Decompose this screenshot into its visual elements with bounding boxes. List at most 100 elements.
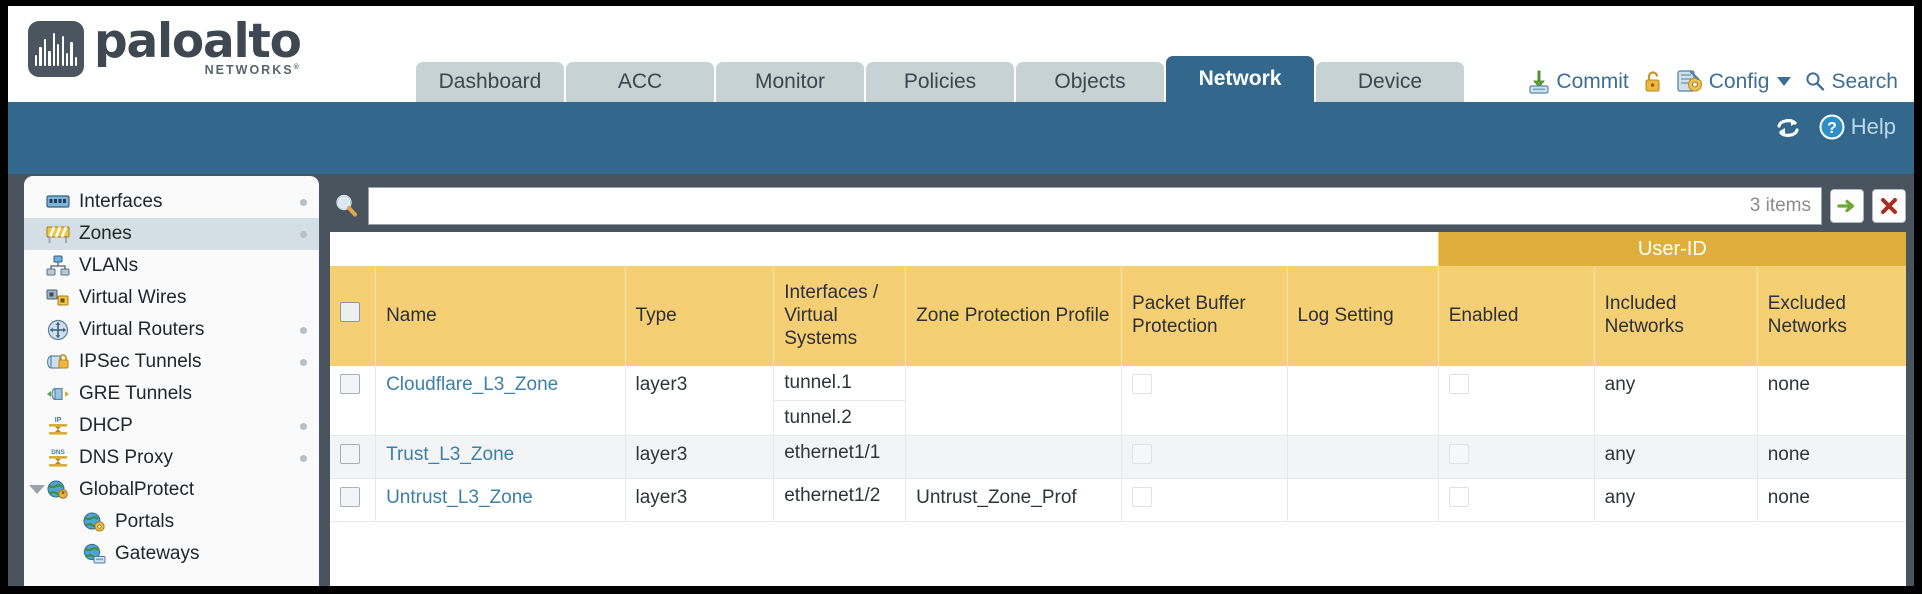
lock-icon <box>1643 70 1663 94</box>
packet-buffer-protection-checkbox[interactable] <box>1132 487 1153 507</box>
sidebar-item-label: DNS Proxy <box>79 447 173 468</box>
group-header-userid: User-ID <box>1437 232 1906 266</box>
vlans-icon <box>46 255 70 277</box>
tab-policies[interactable]: Policies <box>866 62 1014 102</box>
col-enabled[interactable]: Enabled <box>1437 266 1595 366</box>
userid-enabled-checkbox[interactable] <box>1448 374 1469 394</box>
brand-sub-text: NETWORKS <box>204 63 294 77</box>
tab-objects[interactable]: Objects <box>1016 62 1164 102</box>
sidebar-item-indicator-dot <box>300 199 307 206</box>
col-zone-protection-profile[interactable]: Zone Protection Profile <box>905 266 1122 366</box>
expand-triangle-icon[interactable] <box>29 485 45 494</box>
sidebar-item-label: GRE Tunnels <box>79 383 192 404</box>
sidebar-item-label: Virtual Routers <box>79 319 205 340</box>
search-button[interactable]: Search <box>1805 70 1898 93</box>
col-included-networks[interactable]: Included Networks <box>1593 266 1758 366</box>
filter-search-icon[interactable] <box>334 193 360 219</box>
dns-proxy-icon: DNS <box>46 447 70 469</box>
sidebar-item-virtual-routers[interactable]: Virtual Routers <box>24 314 319 346</box>
refresh-icon[interactable] <box>1773 114 1803 140</box>
help-button[interactable]: ? Help <box>1819 114 1896 140</box>
brand-registered-mark: ® <box>293 63 301 71</box>
sidebar-item-interfaces[interactable]: Interfaces <box>24 186 319 218</box>
zone-name-link[interactable]: Cloudflare_L3_Zone <box>386 374 559 395</box>
sidebar-item-indicator-dot <box>300 455 307 462</box>
apply-filter-button[interactable] <box>1830 189 1864 223</box>
globalprotect-icon <box>46 479 70 501</box>
userid-enabled-checkbox[interactable] <box>1448 487 1469 507</box>
packet-buffer-protection-cell <box>1121 366 1288 436</box>
sidebar-item-label: VLANs <box>79 255 139 276</box>
zone-type-cell: layer3 <box>624 478 774 522</box>
lock-button[interactable] <box>1643 70 1663 94</box>
select-all-checkbox[interactable] <box>340 302 360 322</box>
sidebar-item-label: DHCP <box>79 415 133 436</box>
tab-network[interactable]: Network <box>1166 56 1314 102</box>
tab-device[interactable]: Device <box>1316 62 1464 102</box>
virtual-routers-icon <box>46 319 70 341</box>
sidebar-item-globalprotect[interactable]: GlobalProtect <box>24 474 319 506</box>
search-input[interactable] <box>374 189 1754 223</box>
userid-enabled-checkbox[interactable] <box>1448 444 1469 464</box>
svg-text:DNS: DNS <box>51 449 65 456</box>
zone-name-link[interactable]: Trust_L3_Zone <box>386 444 515 465</box>
packet-buffer-protection-checkbox[interactable] <box>1132 444 1153 464</box>
items-count: 3 items <box>1749 195 1811 216</box>
virtual-wires-icon <box>46 287 70 309</box>
col-log-setting[interactable]: Log Setting <box>1286 266 1439 366</box>
col-excluded-networks[interactable]: Excluded Networks <box>1756 266 1906 366</box>
filter-input-wrap: 3 items <box>368 187 1822 225</box>
config-menu[interactable]: Config <box>1677 69 1792 94</box>
sidebar-item-label: Gateways <box>115 543 200 564</box>
sidebar-item-virtual-wires[interactable]: Virtual Wires <box>24 282 319 314</box>
sidebar-item-portals[interactable]: Portals <box>24 506 319 538</box>
main-panel: 3 items <box>330 174 1914 586</box>
packet-buffer-protection-checkbox[interactable] <box>1132 374 1153 394</box>
excluded-networks-cell: none <box>1756 366 1906 436</box>
zones-table: User-ID Name Type Interfaces / Virtual S… <box>330 232 1906 522</box>
row-select-checkbox[interactable] <box>340 374 360 394</box>
zone-name-link[interactable]: Untrust_L3_Zone <box>386 487 533 508</box>
group-header-spacer <box>330 232 1439 266</box>
col-type[interactable]: Type <box>624 266 774 366</box>
zone-protection-profile-cell: Untrust_Zone_Prof <box>905 478 1122 522</box>
waveform-icon <box>35 32 78 66</box>
sidebar-item-ipsec-tunnels[interactable]: IPSec Tunnels <box>24 346 319 378</box>
tab-monitor[interactable]: Monitor <box>716 62 864 102</box>
row-select-checkbox[interactable] <box>340 444 360 464</box>
header-actions: Commit <box>1528 69 1898 94</box>
sidebar-item-gre-tunnels[interactable]: GRE Tunnels <box>24 378 319 410</box>
sidebar-item-indicator-dot <box>300 423 307 430</box>
interface-entry: ethernet1/1 <box>784 442 881 463</box>
sidebar-item-dhcp[interactable]: IP DHCP <box>24 410 319 442</box>
col-packet-buffer-protection[interactable]: Packet Buffer Protection <box>1121 266 1288 366</box>
svg-text:IP: IP <box>55 417 62 424</box>
zone-type-cell: layer3 <box>624 435 774 479</box>
clear-filter-button[interactable] <box>1872 189 1906 223</box>
tab-acc[interactable]: ACC <box>566 62 714 102</box>
sidebar-item-gateways[interactable]: Gateways <box>24 538 319 570</box>
col-name[interactable]: Name <box>375 266 626 366</box>
userid-enabled-cell <box>1437 478 1595 522</box>
sidebar-item-indicator-dot <box>300 359 307 366</box>
excluded-networks-cell: none <box>1756 478 1906 522</box>
row-select-checkbox[interactable] <box>340 487 360 507</box>
tab-dashboard[interactable]: Dashboard <box>416 62 564 102</box>
filter-bar: 3 items <box>330 184 1906 228</box>
sidebar-item-label: Zones <box>79 223 132 244</box>
sidebar-item-dns-proxy[interactable]: DNS DNS Proxy <box>24 442 319 474</box>
commit-icon <box>1528 70 1550 94</box>
col-interfaces[interactable]: Interfaces / Virtual Systems <box>773 266 906 366</box>
commit-button[interactable]: Commit <box>1528 70 1629 94</box>
sidebar-item-vlans[interactable]: VLANs <box>24 250 319 282</box>
sidebar-item-zones[interactable]: Zones <box>24 218 319 250</box>
